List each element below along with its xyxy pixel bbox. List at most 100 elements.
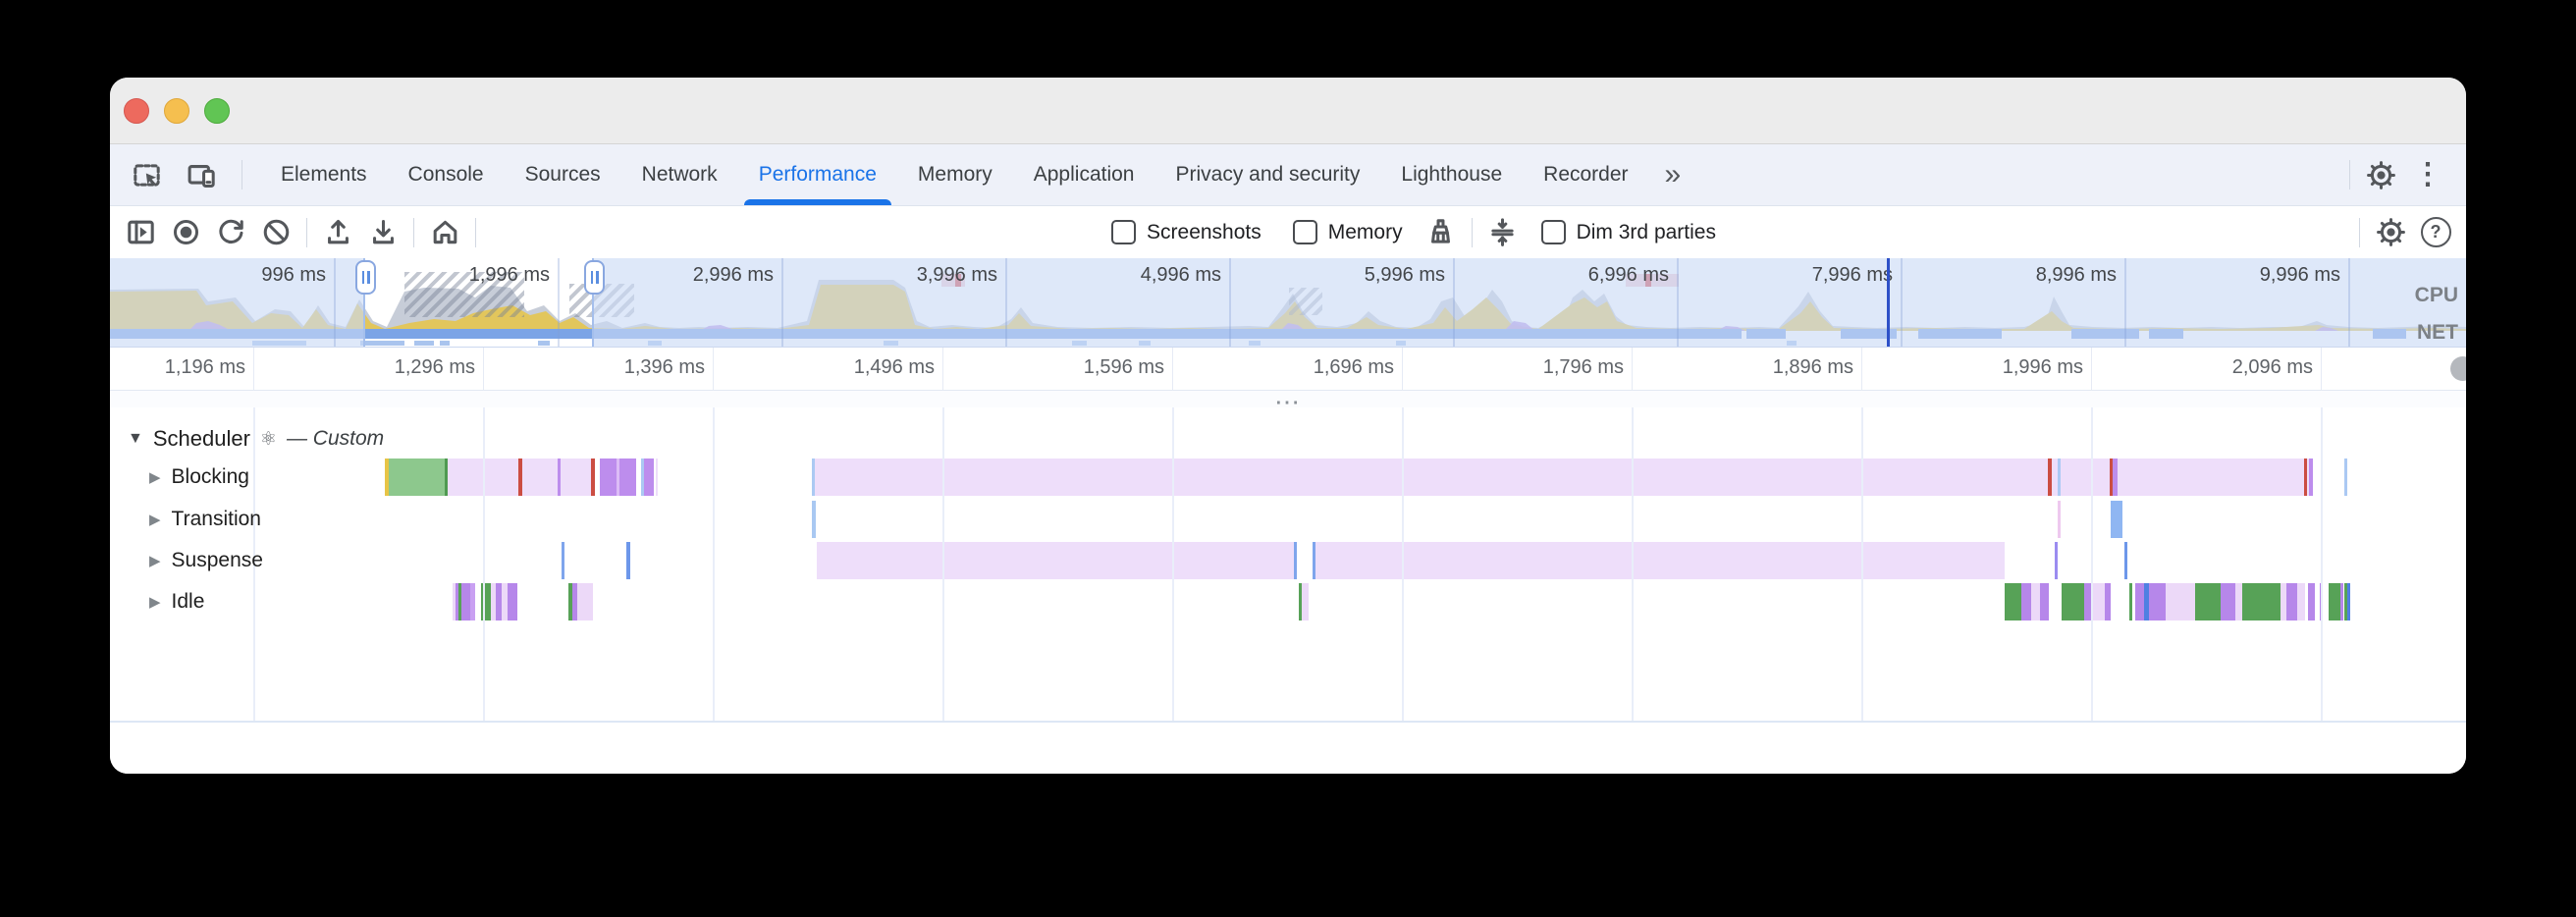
timeline-segment[interactable] xyxy=(518,458,522,496)
timeline-segment[interactable] xyxy=(2242,583,2281,620)
scrollbar-thumb[interactable] xyxy=(2450,356,2466,381)
upload-trace-icon[interactable] xyxy=(315,210,360,255)
timeline-segment[interactable] xyxy=(2304,458,2307,496)
expander-icon[interactable]: ▶ xyxy=(149,512,161,528)
timeline-segment[interactable] xyxy=(2340,583,2343,620)
memory-checkbox[interactable]: Memory xyxy=(1292,220,1403,244)
expander-icon[interactable]: ▼ xyxy=(128,430,143,447)
timeline-segment[interactable] xyxy=(2040,583,2049,620)
timeline-segment[interactable] xyxy=(2021,583,2031,620)
timeline-segment[interactable] xyxy=(2055,542,2058,579)
timeline-segment[interactable] xyxy=(2235,583,2242,620)
timeline-segment[interactable] xyxy=(2308,583,2315,620)
timeline-segment[interactable] xyxy=(1299,583,1302,620)
row-transition[interactable]: ▶ Transition xyxy=(149,499,261,540)
timeline-segment[interactable] xyxy=(2144,583,2149,620)
timeline-segment[interactable] xyxy=(2058,501,2061,538)
lane-blocking[interactable] xyxy=(110,457,2466,498)
timeline-segment[interactable] xyxy=(2113,458,2118,496)
tab-network[interactable]: Network xyxy=(641,163,718,186)
lane-suspense[interactable] xyxy=(110,540,2466,581)
toggle-sidebar-icon[interactable] xyxy=(118,210,163,255)
timeline-segment[interactable] xyxy=(2052,458,2058,496)
row-idle[interactable]: ▶ Idle xyxy=(149,581,204,622)
timeline-segment[interactable] xyxy=(2344,583,2347,620)
timeline-segment[interactable] xyxy=(617,458,619,496)
timeline-segment[interactable] xyxy=(2124,542,2127,579)
timeline-segment[interactable] xyxy=(2062,583,2084,620)
screenshots-checkbox[interactable]: Screenshots xyxy=(1111,220,1261,244)
more-tabs-icon[interactable]: » xyxy=(1664,158,1682,190)
timeline-segment[interactable] xyxy=(2347,583,2350,620)
timeline-segment[interactable] xyxy=(2118,458,2304,496)
playhead-line[interactable] xyxy=(1887,258,1890,347)
timeline-segment[interactable] xyxy=(577,583,593,620)
inspect-icon[interactable] xyxy=(124,152,169,197)
timeline-segment[interactable] xyxy=(2084,583,2092,620)
tab-application[interactable]: Application xyxy=(1033,163,1135,186)
timeline-segment[interactable] xyxy=(385,458,389,496)
timeline-segment[interactable] xyxy=(656,458,658,496)
collect-garbage-icon[interactable] xyxy=(1419,210,1464,255)
close-window-button[interactable] xyxy=(124,98,149,124)
timeline-segment[interactable] xyxy=(2058,458,2061,496)
timeline-segment[interactable] xyxy=(2149,583,2166,620)
timeline-segment[interactable] xyxy=(2061,458,2110,496)
timeline-segment[interactable] xyxy=(2181,583,2195,620)
dim-3rd-parties-checkbox[interactable]: Dim 3rd parties xyxy=(1540,220,1716,244)
device-toolbar-icon[interactable] xyxy=(179,152,224,197)
expander-icon[interactable]: ▶ xyxy=(149,553,161,569)
track-group-scheduler[interactable]: ▼ Scheduler ⚛ — Custom xyxy=(128,423,384,455)
timeline-segment[interactable] xyxy=(445,458,448,496)
minimize-window-button[interactable] xyxy=(164,98,189,124)
lane-idle[interactable] xyxy=(110,581,2466,622)
timeline-segment[interactable] xyxy=(461,583,470,620)
tab-elements[interactable]: Elements xyxy=(281,163,367,186)
pane-resize-grip[interactable]: ⋯ xyxy=(110,387,2466,416)
timeline-segment[interactable] xyxy=(644,458,654,496)
zoom-window-button[interactable] xyxy=(204,98,230,124)
help-icon[interactable]: ? xyxy=(2413,210,2458,255)
timeline-segment[interactable] xyxy=(522,458,558,496)
tab-performance[interactable]: Performance xyxy=(738,144,897,205)
timeline-segment[interactable] xyxy=(502,583,508,620)
timeline-segment[interactable] xyxy=(470,583,475,620)
tab-lighthouse[interactable]: Lighthouse xyxy=(1401,163,1503,186)
download-trace-icon[interactable] xyxy=(360,210,405,255)
timeline-segment[interactable] xyxy=(2309,458,2313,496)
timeline-segment[interactable] xyxy=(626,542,630,579)
timeline-segment[interactable] xyxy=(817,542,1294,579)
timeline-segment[interactable] xyxy=(458,583,461,620)
timeline-segment[interactable] xyxy=(491,583,496,620)
timeline-segment[interactable] xyxy=(508,583,517,620)
timeline-segment[interactable] xyxy=(2129,583,2132,620)
timeline-segment[interactable] xyxy=(2111,501,2122,538)
timeline-segment[interactable] xyxy=(2048,458,2052,496)
settings-gear-icon[interactable] xyxy=(2358,152,2403,197)
tab-privacy-and-security[interactable]: Privacy and security xyxy=(1175,163,1361,186)
expander-icon[interactable]: ▶ xyxy=(149,469,161,486)
timeline-segment[interactable] xyxy=(572,583,577,620)
timeline-segment[interactable] xyxy=(2221,583,2235,620)
timeline-segment[interactable] xyxy=(2344,458,2347,496)
timeline-segment[interactable] xyxy=(2031,583,2040,620)
more-menu-icon[interactable]: ⋮ xyxy=(2413,158,2442,190)
timeline-segment[interactable] xyxy=(453,583,456,620)
timeline-segment[interactable] xyxy=(812,458,815,496)
timeline-segment[interactable] xyxy=(1302,583,1309,620)
timeline-segment[interactable] xyxy=(456,583,458,620)
selection-handle-right[interactable] xyxy=(584,260,605,295)
timeline-segment[interactable] xyxy=(641,458,644,496)
compress-icon[interactable] xyxy=(1480,210,1526,255)
timeline-segment[interactable] xyxy=(2286,583,2297,620)
timeline-segment[interactable] xyxy=(2092,583,2105,620)
timeline-segment[interactable] xyxy=(2307,458,2309,496)
record-and-reload-icon[interactable] xyxy=(208,210,253,255)
timeline-segment[interactable] xyxy=(561,458,591,496)
tab-sources[interactable]: Sources xyxy=(524,163,601,186)
timeline-segment[interactable] xyxy=(1294,542,1297,579)
clear-icon[interactable] xyxy=(253,210,298,255)
timeline-segment[interactable] xyxy=(481,583,491,620)
lane-transition[interactable] xyxy=(110,499,2466,540)
